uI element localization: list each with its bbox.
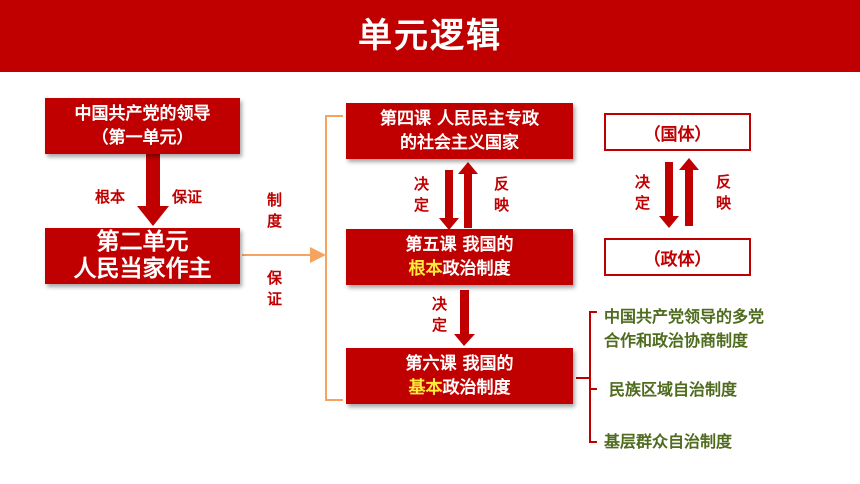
box-lesson5: 第五课 我国的 根本政治制度 [346,229,573,285]
box-lesson6-line2: 基本政治制度 [346,376,573,400]
label-baozheng-2: 保证 [265,270,283,312]
arrow-reflect-lesson4-to-5 [458,162,478,228]
box-unit2-line1: 第二单元 [96,229,189,255]
arrow-reflect-guoti [679,158,699,226]
box-unit2: 第二单元 人民当家作主 [45,228,240,284]
box-zhengti: （政体） [604,238,751,276]
box-lesson6-rest: 政治制度 [442,378,511,398]
arrow-unit1-to-unit2 [137,152,169,226]
system-item-3: 基层群众自治制度 [604,432,733,451]
label-genben: 根本 [95,188,126,206]
box-unit2-line2: 人民当家作主 [73,256,212,282]
arrow-decide-lesson5-to-4 [439,170,459,230]
box-lesson5-line1: 第五课 我国的 [405,235,514,255]
label-jueding-3: 决定 [633,174,651,216]
label-zhidu: 制度 [265,192,283,234]
box-guoti: （国体） [604,113,751,151]
box-lesson6-highlight: 基本 [408,378,443,398]
box-lesson5-line2: 根本政治制度 [346,257,573,281]
systems-bracket [576,311,597,443]
arrow-unit2-to-lessons [242,247,326,263]
label-jueding-1: 决定 [412,176,430,218]
label-fanying-1: 反映 [492,176,510,218]
arrow-decide-zhengti [659,162,679,228]
box-lesson4-line1: 第四课 人民民主专政 [380,109,539,129]
arrow-decide-lesson5-to-6 [454,290,475,346]
box-unit1-line1: 中国共产党的领导 [74,104,211,124]
system-item-1: 中国共产党领导的多党 合作和政治协商制度 [604,305,764,353]
box-lesson6: 第六课 我国的 基本政治制度 [346,348,573,404]
box-lesson6-line1: 第六课 我国的 [405,354,514,374]
lessons-bracket [325,115,343,401]
label-fanying-3: 反映 [714,174,732,216]
page-title: 单元逻辑 [0,0,860,72]
system-item-1-line2: 合作和政治协商制度 [604,331,749,350]
label-jueding-2: 决定 [430,296,448,338]
box-lesson4: 第四课 人民民主专政 的社会主义国家 [346,103,573,159]
box-unit1-line2: （第一单元） [91,128,194,148]
system-item-1-line1: 中国共产党领导的多党 [604,307,765,326]
box-lesson4-line2: 的社会主义国家 [400,133,519,153]
box-unit1: 中国共产党的领导 （第一单元） [45,98,240,154]
box-lesson5-highlight: 根本 [408,259,443,279]
system-item-2: 民族区域自治制度 [609,380,738,399]
label-baozheng: 保证 [172,188,203,206]
box-lesson5-rest: 政治制度 [442,259,511,279]
